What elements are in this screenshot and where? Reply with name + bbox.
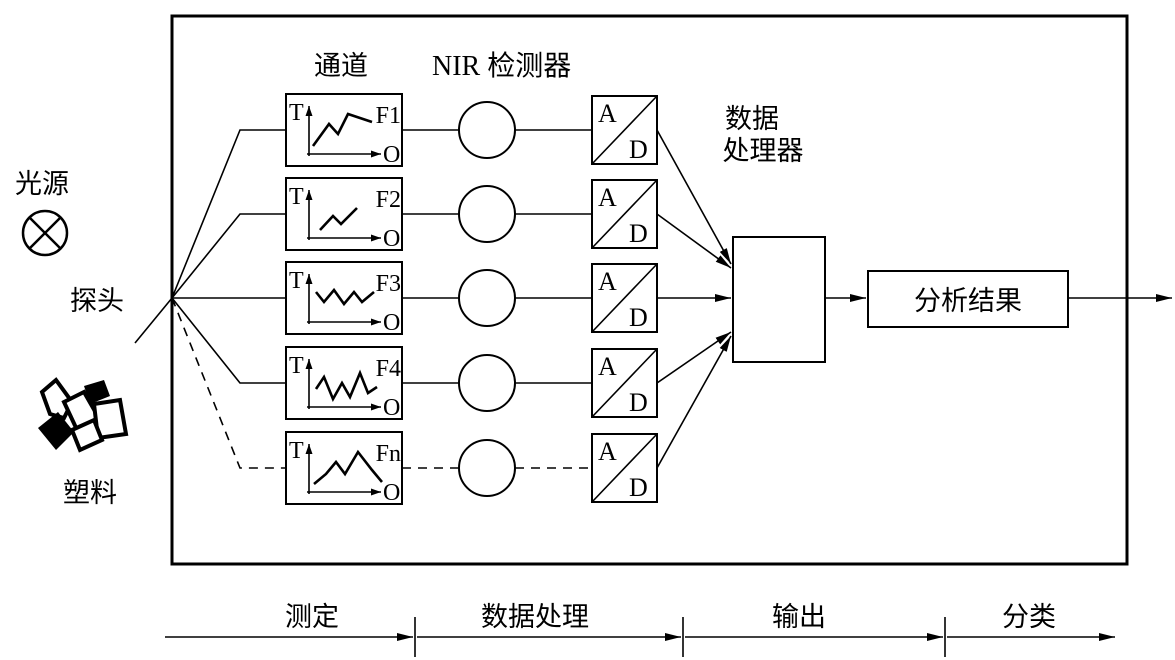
- spectrum-curve: [319, 207, 358, 231]
- spectrum-curve: [314, 287, 375, 307]
- ad-converter-out: D: [629, 473, 648, 502]
- channel-x-axis-label: O: [383, 310, 400, 336]
- channel-row-2: T F2 O A D: [171, 177, 732, 299]
- ad-converter-in: A: [598, 183, 617, 212]
- probe-label: 探头: [70, 286, 124, 317]
- channel-x-axis-label: O: [383, 142, 400, 168]
- data-processor-box: [732, 236, 826, 363]
- channel-box: T F3 O: [285, 261, 403, 336]
- adc-to-processor-arrow: [656, 335, 732, 469]
- light-source-cross-b: [28, 216, 62, 250]
- channel-row-1: T F1 O A D: [171, 93, 732, 299]
- adc-to-processor-arrow: [656, 129, 732, 265]
- channel-box: T F2 O: [285, 177, 403, 252]
- channel-y-axis-label: T: [289, 353, 304, 379]
- sample-label: 塑料: [63, 478, 117, 509]
- channel-y-axis-label: T: [289, 100, 304, 126]
- processor-label-line1: 数据: [725, 104, 779, 135]
- light-source-icon: [21, 209, 69, 257]
- channel-box: T F1 O: [285, 93, 403, 168]
- channel-name: F4: [376, 356, 401, 382]
- channel-name: F3: [376, 271, 401, 297]
- ad-converter-in: A: [598, 267, 617, 296]
- processor-label-line2: 处理器: [723, 136, 804, 167]
- ad-converter-divider: [591, 263, 658, 333]
- detector-header: NIR 检测器: [432, 50, 571, 82]
- channel-name: F1: [376, 103, 401, 129]
- channel-x-axis-label: O: [383, 395, 400, 421]
- channel-name: Fn: [376, 441, 401, 467]
- stage-label-processing: 数据处理: [481, 602, 589, 633]
- channel-row-n: T Fn O A D: [171, 297, 732, 506]
- spectrum-curve: [314, 369, 378, 402]
- ad-converter-out: D: [629, 303, 648, 332]
- stage-label-classify: 分类: [1002, 602, 1056, 633]
- probe-line: [134, 297, 173, 344]
- fiber-line: [171, 297, 286, 384]
- channel-box: T F4 O: [285, 346, 403, 421]
- nir-detector: [458, 439, 516, 497]
- channel-x-axis-label: O: [383, 226, 400, 252]
- fiber-line: [171, 129, 286, 299]
- ad-converter-divider: [591, 95, 658, 165]
- nir-detector: [458, 269, 516, 327]
- ad-converter-in: A: [598, 352, 617, 381]
- ad-converter-out: D: [629, 135, 648, 164]
- channel-header: 通道: [314, 51, 368, 82]
- channel-box: T Fn O: [285, 431, 403, 506]
- stage-label-output: 输出: [772, 602, 826, 633]
- ad-converter: A D: [591, 433, 658, 503]
- ad-converter-divider: [591, 179, 658, 249]
- channel-y-axis-label: T: [289, 438, 304, 464]
- ad-converter: A D: [591, 263, 658, 333]
- ad-converter-in: A: [598, 99, 617, 128]
- nir-detector: [458, 101, 516, 159]
- ad-converter: A D: [591, 179, 658, 249]
- stage-label-measure: 测定: [285, 602, 339, 633]
- nir-detector: [458, 185, 516, 243]
- light-source-label: 光源: [15, 169, 69, 200]
- ad-converter-divider: [591, 348, 658, 418]
- process-timeline: 测定 数据处理 输出 分类: [165, 602, 1115, 657]
- adc-to-processor-arrow: [656, 331, 732, 384]
- ad-converter: A D: [591, 348, 658, 418]
- channel-y-axis-label: T: [289, 268, 304, 294]
- channel-row-3: T F3 O A D: [172, 261, 731, 336]
- channel-x-axis-label: O: [383, 480, 400, 506]
- spectrum-curve: [311, 112, 373, 147]
- plastic-piece: [38, 412, 74, 450]
- analysis-result-label: 分析结果: [914, 286, 1022, 317]
- ad-converter-divider: [591, 433, 658, 503]
- channel-name: F2: [376, 187, 401, 213]
- plastic-piece: [69, 417, 105, 453]
- spectrum-curve: [313, 449, 383, 485]
- nir-detector: [458, 354, 516, 412]
- light-source-circle: [21, 209, 69, 257]
- ad-converter-out: D: [629, 388, 648, 417]
- channel-row-4: T F4 O A D: [171, 297, 732, 421]
- adc-to-processor-arrow: [656, 213, 732, 269]
- ad-converter-in: A: [598, 437, 617, 466]
- plastic-pieces-icon: [38, 377, 129, 453]
- plastic-piece: [84, 380, 110, 404]
- channel-y-axis-label: T: [289, 184, 304, 210]
- fiber-line: [171, 213, 286, 299]
- ad-converter-out: D: [629, 219, 648, 248]
- ad-converter: A D: [591, 95, 658, 165]
- analysis-result-box: [867, 270, 1069, 328]
- system-frame: [170, 14, 1129, 566]
- fiber-line: [171, 297, 286, 469]
